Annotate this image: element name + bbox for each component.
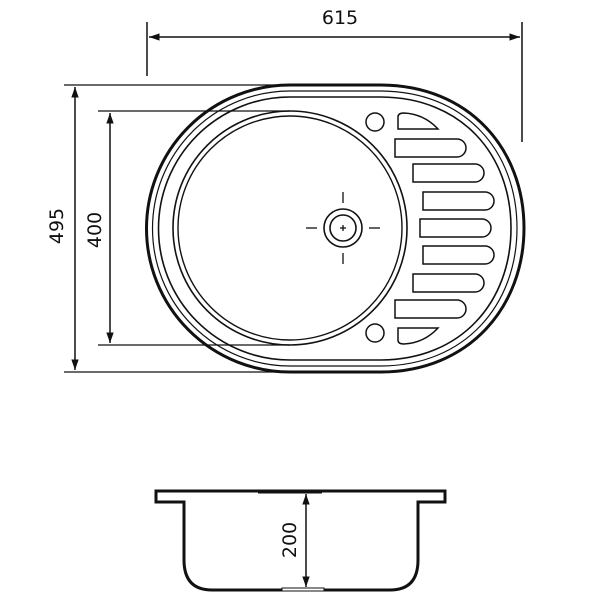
bowl-diameter-label: 400 (84, 212, 106, 248)
outer-rim (145, 83, 526, 374)
sink-side-view: 200 (154, 489, 447, 592)
depth-label: 200 (279, 522, 301, 558)
drain-slot (397, 327, 440, 345)
bowl-inner (177, 115, 403, 341)
drain-slot (394, 138, 467, 158)
outer-height-label: 495 (46, 208, 68, 244)
overflow-hole (365, 323, 385, 343)
drain-slot (419, 218, 492, 238)
drainboard (365, 112, 495, 345)
drain-slot (397, 112, 440, 130)
width-label: 615 (322, 7, 358, 29)
drain-icon (306, 192, 380, 264)
drain-slot (394, 299, 467, 319)
drain-slot (412, 273, 485, 293)
bowl-outer (172, 110, 408, 346)
drain-slot (412, 163, 485, 183)
side-profile (154, 489, 447, 592)
width-dimension: 615 (146, 7, 523, 142)
drain-slot (422, 245, 495, 265)
drain-slot (422, 191, 495, 211)
tap-hole (365, 112, 385, 132)
inner-rim (157, 96, 512, 361)
sink-top-view (145, 83, 526, 374)
height-dimensions: 495 400 (46, 84, 290, 373)
